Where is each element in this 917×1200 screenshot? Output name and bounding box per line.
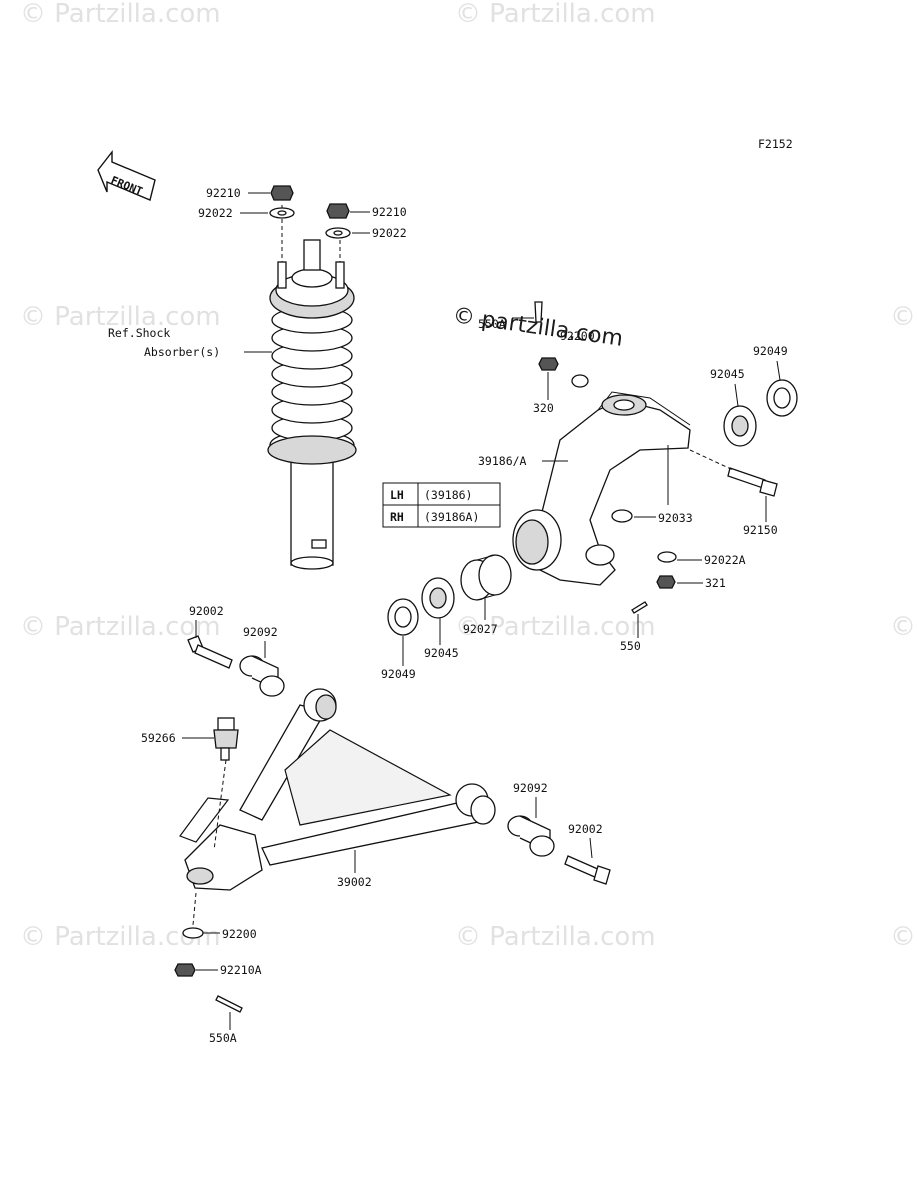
- label-92210-a: 92210: [206, 186, 241, 200]
- bushing-92092-top: [239, 655, 285, 697]
- watermark: © Partzilla.com: [455, 922, 656, 952]
- spacer-92027: [460, 554, 512, 601]
- cotter-pin-550a-top: [534, 301, 543, 323]
- watermark: © Partzilla.com: [20, 612, 221, 642]
- bolt-92150: [727, 467, 778, 497]
- label-92045-bottom: 92045: [424, 646, 459, 660]
- seal-92049-top: [766, 379, 798, 417]
- cotter-pin-550a-bottom: [215, 995, 243, 1013]
- a-arm-39002: [179, 688, 496, 891]
- label-92049-bottom: 92049: [381, 667, 416, 681]
- nut-321: [656, 575, 676, 589]
- label-92150: 92150: [743, 523, 778, 537]
- label-92210-b: 92210: [372, 205, 407, 219]
- table-side-lh: LH: [390, 488, 404, 502]
- cotter-pin-550: [631, 601, 648, 614]
- watermark: © Partzilla.com: [890, 922, 917, 952]
- label-550a-bottom: 550A: [209, 1031, 237, 1045]
- nut-92210-b: [326, 203, 350, 219]
- bearing-92045-bottom: [421, 577, 455, 619]
- label-92210a: 92210A: [220, 963, 262, 977]
- figure-code: F2152: [758, 137, 793, 151]
- label-92045-top: 92045: [710, 367, 745, 381]
- label-550: 550: [620, 639, 641, 653]
- label-92022-a: 92022: [198, 206, 233, 220]
- bolt-92002-bottom: [564, 855, 611, 885]
- label-321: 321: [705, 576, 726, 590]
- label-92002-top: 92002: [189, 604, 224, 618]
- side-table: LH (39186) RH (39186A): [382, 482, 501, 528]
- washer-92022a: [657, 551, 677, 563]
- label-92002-bottom: 92002: [568, 822, 603, 836]
- label-92022a: 92022A: [704, 553, 746, 567]
- washer-92200-top: [571, 374, 589, 388]
- front-arrow-icon: FRONT: [97, 149, 156, 201]
- nut-320: [538, 357, 559, 371]
- washer-92022-b: [325, 227, 351, 239]
- label-92092-bottom: 92092: [513, 781, 548, 795]
- knuckle-39186: [512, 391, 691, 586]
- ball-joint-59266: [213, 717, 239, 761]
- seal-92049-bottom: [387, 598, 419, 636]
- watermark: © Partzilla.com: [890, 612, 917, 642]
- label-92033: 92033: [658, 511, 693, 525]
- watermarks: © Partzilla.com © Partzilla.com © Partzi…: [20, 0, 917, 952]
- watermark: © Partzilla.com: [455, 612, 656, 642]
- label-92092-top: 92092: [243, 625, 278, 639]
- watermark: © Partzilla.com: [455, 0, 656, 29]
- label-39186: 39186/A: [478, 454, 527, 468]
- table-side-rh: RH: [390, 510, 404, 524]
- nut-92210-a: [270, 185, 294, 201]
- ref-note-line2: Absorber(s): [144, 345, 220, 359]
- label-92200-bottom: 92200: [222, 927, 257, 941]
- table-part-rh: (39186A): [424, 510, 479, 524]
- ref-note-line1: Ref.Shock: [108, 326, 170, 340]
- label-92022-b: 92022: [372, 226, 407, 240]
- bolt-92002-top: [187, 635, 233, 669]
- label-59266: 59266: [141, 731, 176, 745]
- bushing-92092-bottom: [507, 815, 555, 857]
- washer-92200-bottom: [182, 927, 204, 939]
- label-550a-top: 550A: [478, 317, 506, 331]
- label-320: 320: [533, 401, 554, 415]
- label-92200-top: 92200: [560, 329, 595, 343]
- watermark: © Partzilla.com: [20, 302, 221, 332]
- washer-92022-a: [269, 207, 295, 219]
- nut-92210a: [174, 963, 196, 977]
- watermark: © Partzilla.com: [890, 302, 917, 332]
- shock-absorber: [267, 239, 357, 570]
- label-92027: 92027: [463, 622, 498, 636]
- bearing-92045-top: [723, 405, 757, 447]
- watermark: © Partzilla.com: [20, 0, 221, 29]
- label-92049-top: 92049: [753, 344, 788, 358]
- label-39002: 39002: [337, 875, 372, 889]
- table-part-lh: (39186): [424, 488, 472, 502]
- snap-ring-92033: [611, 509, 633, 523]
